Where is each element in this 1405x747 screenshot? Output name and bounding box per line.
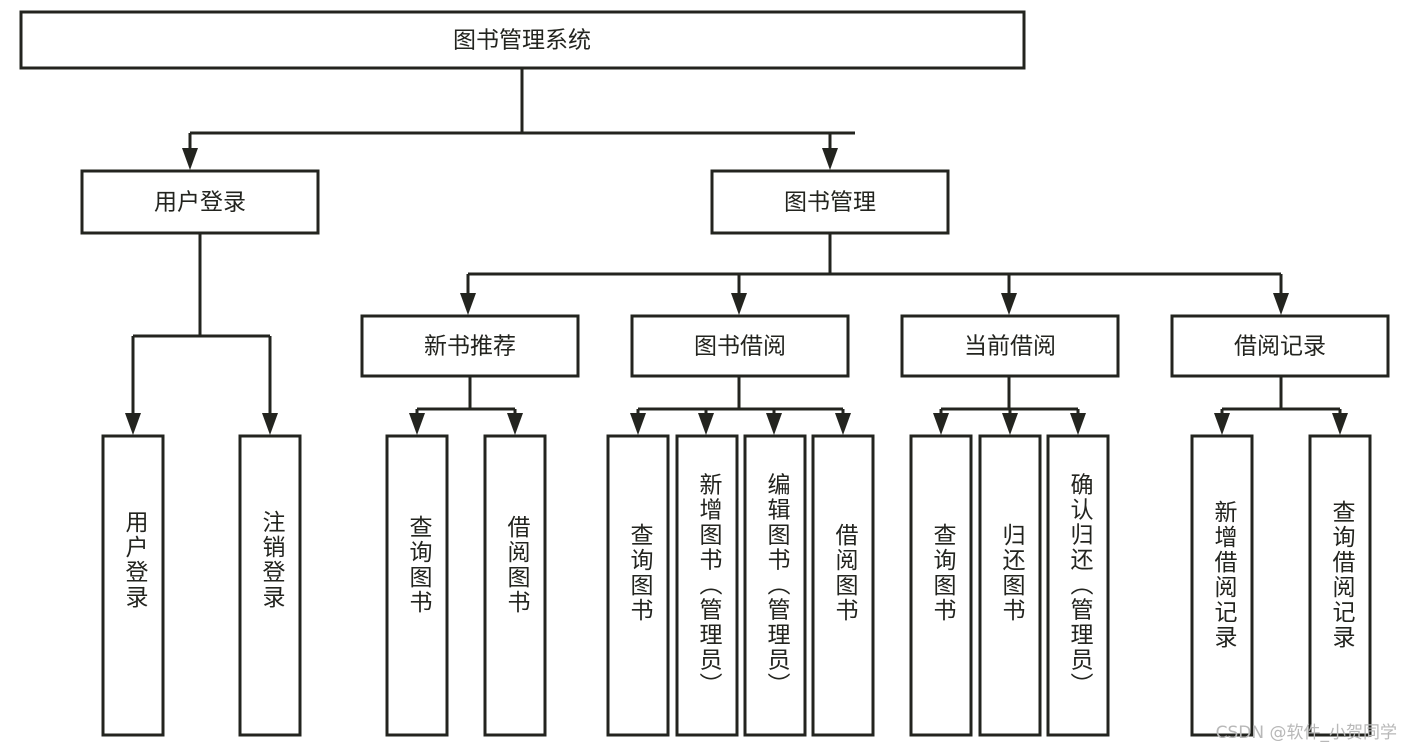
node-leaf-return-book-label: 归还图书 — [998, 523, 1026, 623]
node-book-management-label: 图书管理 — [784, 190, 876, 216]
node-user-login-label: 用户登录 — [154, 190, 246, 216]
node-leaf-borrow-book-1[interactable]: 借阅图书 — [483, 434, 547, 737]
node-borrow-record-rect[interactable] — [1170, 314, 1390, 378]
node-leaf-borrow-book-1-label: 借阅图书 — [503, 515, 531, 615]
node-book-management-rect[interactable] — [710, 169, 950, 235]
node-new-book-recommend[interactable]: 新书推荐 — [360, 314, 580, 378]
node-leaf-query-borrow-record[interactable]: 查询借阅记录 — [1308, 434, 1372, 737]
connector-booksmgmt-to-level3 — [460, 233, 1289, 315]
node-book-borrow-label: 图书借阅 — [694, 334, 786, 360]
node-leaf-confirm-return-label: 确认归还（管理员） — [1066, 473, 1094, 698]
node-leaf-confirm-return[interactable]: 确认归还（管理员） — [1046, 434, 1110, 737]
node-leaf-edit-book-label: 编辑图书（管理员） — [763, 473, 791, 698]
node-leaf-add-book-rect[interactable] — [675, 434, 739, 737]
connector-userlogin-to-leaves — [125, 233, 278, 435]
node-leaf-user-login-label: 用户登录 — [121, 510, 149, 610]
node-leaf-query-borrow-record-rect[interactable] — [1308, 434, 1372, 737]
connector-borrowrecord-to-leaves — [1214, 376, 1348, 435]
node-leaf-query-book-1[interactable]: 查询图书 — [385, 434, 449, 737]
node-current-borrow-rect[interactable] — [900, 314, 1120, 378]
node-leaf-borrow-book-2-label: 借阅图书 — [831, 523, 859, 623]
node-leaf-query-book-2[interactable]: 查询图书 — [606, 434, 670, 737]
node-leaf-confirm-return-rect[interactable] — [1046, 434, 1110, 737]
node-leaf-user-login-rect[interactable] — [101, 434, 165, 737]
node-leaf-return-book-rect[interactable] — [978, 434, 1042, 737]
node-leaf-borrow-book-2-rect[interactable] — [811, 434, 875, 737]
node-book-borrow[interactable]: 图书借阅 — [630, 314, 850, 378]
node-leaf-query-book-2-rect[interactable] — [606, 434, 670, 737]
node-leaf-logout-label: 注销登录 — [258, 510, 286, 610]
node-leaf-add-borrow-record-rect[interactable] — [1190, 434, 1254, 737]
node-user-login[interactable]: 用户登录 — [80, 169, 320, 235]
connector-bookborrow-to-leaves — [630, 376, 851, 435]
node-leaf-query-book-1-label: 查询图书 — [405, 515, 433, 615]
node-leaf-add-borrow-record[interactable]: 新增借阅记录 — [1190, 434, 1254, 737]
node-borrow-record-label: 借阅记录 — [1234, 334, 1326, 360]
node-leaf-query-book-3-label: 查询图书 — [929, 523, 957, 623]
node-leaf-borrow-book-1-rect[interactable] — [483, 434, 547, 737]
node-leaf-edit-book-rect[interactable] — [743, 434, 807, 737]
node-root-rect[interactable] — [19, 10, 1026, 70]
node-leaf-add-book[interactable]: 新增图书（管理员） — [675, 434, 739, 737]
connector-root-to-level2 — [182, 68, 855, 170]
node-leaf-edit-book[interactable]: 编辑图书（管理员） — [743, 434, 807, 737]
connector-newbook-to-leaves — [409, 376, 523, 435]
node-user-login-rect[interactable] — [80, 169, 320, 235]
node-leaf-query-book-2-label: 查询图书 — [626, 523, 654, 623]
node-current-borrow[interactable]: 当前借阅 — [900, 314, 1120, 378]
node-new-book-recommend-label: 新书推荐 — [424, 334, 516, 360]
node-leaf-add-borrow-record-label: 新增借阅记录 — [1210, 500, 1238, 650]
node-root-label: 图书管理系统 — [453, 28, 591, 54]
node-root[interactable]: 图书管理系统 — [19, 10, 1026, 70]
node-leaf-query-book-3-rect[interactable] — [909, 434, 973, 737]
node-leaf-logout-rect[interactable] — [238, 434, 302, 737]
node-new-book-recommend-rect[interactable] — [360, 314, 580, 378]
node-book-management[interactable]: 图书管理 — [710, 169, 950, 235]
node-current-borrow-label: 当前借阅 — [964, 334, 1056, 360]
node-leaf-query-borrow-record-label: 查询借阅记录 — [1328, 500, 1356, 650]
node-book-borrow-rect[interactable] — [630, 314, 850, 378]
node-leaf-query-book-3[interactable]: 查询图书 — [909, 434, 973, 737]
connector-currentborrow-to-leaves — [933, 376, 1086, 435]
node-leaf-add-book-label: 新增图书（管理员） — [695, 473, 723, 698]
node-leaf-query-book-1-rect[interactable] — [385, 434, 449, 737]
node-leaf-borrow-book-2[interactable]: 借阅图书 — [811, 434, 875, 737]
node-leaf-return-book[interactable]: 归还图书 — [978, 434, 1042, 737]
node-leaf-logout[interactable]: 注销登录 — [238, 434, 302, 737]
node-leaf-user-login[interactable]: 用户登录 — [101, 434, 165, 737]
node-borrow-record[interactable]: 借阅记录 — [1170, 314, 1390, 378]
